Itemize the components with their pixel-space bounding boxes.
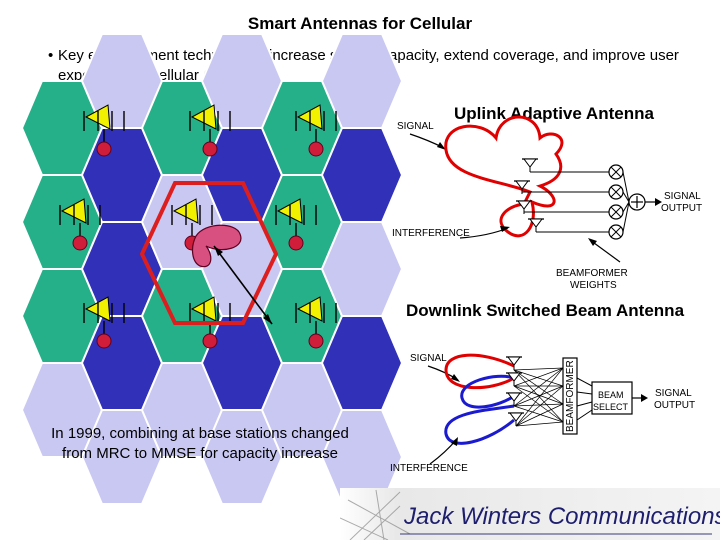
downlink-output-label-2: OUTPUT — [654, 400, 695, 411]
beamformer-feed-line — [513, 405, 564, 423]
highlighted-cell-outline — [139, 181, 279, 325]
slide-title: Smart Antennas for Cellular — [247, 14, 473, 33]
downlink-interference-label: INTERFERENCE — [390, 463, 468, 474]
uplink-element-icon — [515, 180, 529, 190]
combiner-feed-line — [622, 201, 630, 233]
uplink-feed-line — [523, 211, 609, 214]
mobile-icon — [72, 235, 88, 251]
base-station — [83, 104, 125, 157]
bullet-dot: • — [48, 47, 54, 64]
beamformer-feed-line — [513, 367, 564, 407]
beamformer-label: BEAMFORMER — [565, 360, 576, 432]
uplink-element-icon — [517, 200, 531, 210]
center-beam-pattern — [191, 224, 242, 268]
downlink-element-icon — [507, 392, 521, 402]
uplink-feed-line — [521, 191, 609, 194]
beamformer-feed-line — [515, 421, 564, 427]
downlink-element-icon — [507, 356, 521, 366]
uplink-antenna-array — [514, 158, 630, 240]
base-station — [189, 104, 231, 157]
beamformer-weights-arrow — [589, 239, 621, 263]
downlink-beam-blue-lower — [444, 404, 515, 445]
uplink-title: Uplink Adaptive Antenna — [454, 104, 654, 123]
beamformer-feed-line — [513, 385, 564, 407]
uplink-output-label-1: SIGNAL — [664, 191, 701, 202]
mobile-icon — [96, 141, 112, 157]
downlink-signal-arrowhead — [451, 374, 460, 382]
beam-select-output-arrowhead — [641, 394, 648, 402]
base-stations — [59, 104, 337, 349]
beamformer-feed-line — [513, 367, 564, 387]
beam-select-label-2: SELECT — [593, 402, 629, 412]
pointer-arrow-head — [263, 314, 272, 324]
beamformer-feed-line — [513, 385, 564, 423]
beamformer-weights-label-2: WEIGHTS — [570, 280, 617, 291]
downlink-element-icon — [509, 412, 523, 422]
beam-select-label-1: BEAM — [598, 390, 624, 400]
uplink-interference-arrowhead — [500, 226, 510, 232]
combining-note-line-1: In 1999, combining at base stations chan… — [51, 425, 349, 442]
downlink-title: Downlink Switched Beam Antenna — [406, 301, 685, 320]
uplink-element-icon — [529, 218, 543, 228]
uplink-combiner — [628, 193, 662, 211]
multiplier-cross — [610, 186, 622, 198]
base-station — [275, 198, 317, 251]
beamformer-box — [562, 357, 578, 435]
multiplier-cross — [610, 166, 622, 178]
beamformer-feed-line — [513, 385, 564, 405]
beamformer-feed-line — [513, 367, 564, 371]
company-logo: Jack Winters Communications, LLC — [339, 488, 720, 541]
downlink-beam-blue-upper — [460, 374, 515, 409]
combiner-feed-line — [622, 201, 630, 213]
downlink-element-icon — [507, 372, 521, 382]
base-station — [295, 104, 337, 157]
uplink-signal-label: SIGNAL — [397, 121, 434, 132]
beamformer-feed-line — [513, 403, 564, 407]
combiner-feed-line — [622, 171, 630, 203]
uplink-signal-arrowhead — [437, 142, 446, 150]
downlink-interference-arrowhead — [451, 437, 458, 446]
downlink-beam-red — [444, 353, 515, 390]
base-station — [59, 198, 101, 251]
uplink-output-label-2: OUTPUT — [661, 203, 702, 214]
mobile-icon — [308, 333, 324, 349]
downlink-antenna-array — [506, 356, 564, 427]
mobile-icon — [288, 235, 304, 251]
company-name: Jack Winters Communications, LLC — [403, 503, 720, 530]
uplink-adaptive-pattern — [444, 115, 564, 238]
mobile-icon — [202, 333, 218, 349]
beamformer-feed-line — [513, 369, 564, 387]
pointer-arrow-tail — [214, 246, 223, 256]
beamformer-weights-label-1: BEAMFORMER — [556, 268, 628, 279]
multiplier-cross — [610, 226, 622, 238]
multiplier-cross — [610, 206, 622, 218]
beamformer-feed-line — [515, 385, 564, 427]
pointer-arrow-line — [213, 245, 273, 325]
uplink-element-icon — [523, 158, 537, 168]
mobile-icon — [308, 141, 324, 157]
beamformer-feed-line — [515, 403, 564, 427]
beamformer-feed-line — [515, 367, 564, 427]
downlink-output-label-1: SIGNAL — [655, 388, 692, 399]
combining-note: In 1999, combining at base stations chan… — [30, 424, 370, 464]
base-station — [189, 296, 231, 349]
combiner-feed-line — [622, 191, 630, 203]
downlink-interference-arrow — [429, 439, 457, 465]
company-logo-band: Jack Winters Communications, LLC — [339, 488, 720, 541]
uplink-interference-label: INTERFERENCE — [392, 228, 470, 239]
beamformer-weights-arrowhead — [588, 238, 597, 246]
mobile-icon — [202, 141, 218, 157]
beam-select-connectors — [576, 377, 593, 421]
base-station — [83, 296, 125, 349]
downlink-signal-label: SIGNAL — [410, 353, 447, 364]
base-station — [295, 296, 337, 349]
mobile-icon — [96, 333, 112, 349]
combining-note-line-2: from MRC to MMSE for capacity increase — [62, 445, 338, 462]
